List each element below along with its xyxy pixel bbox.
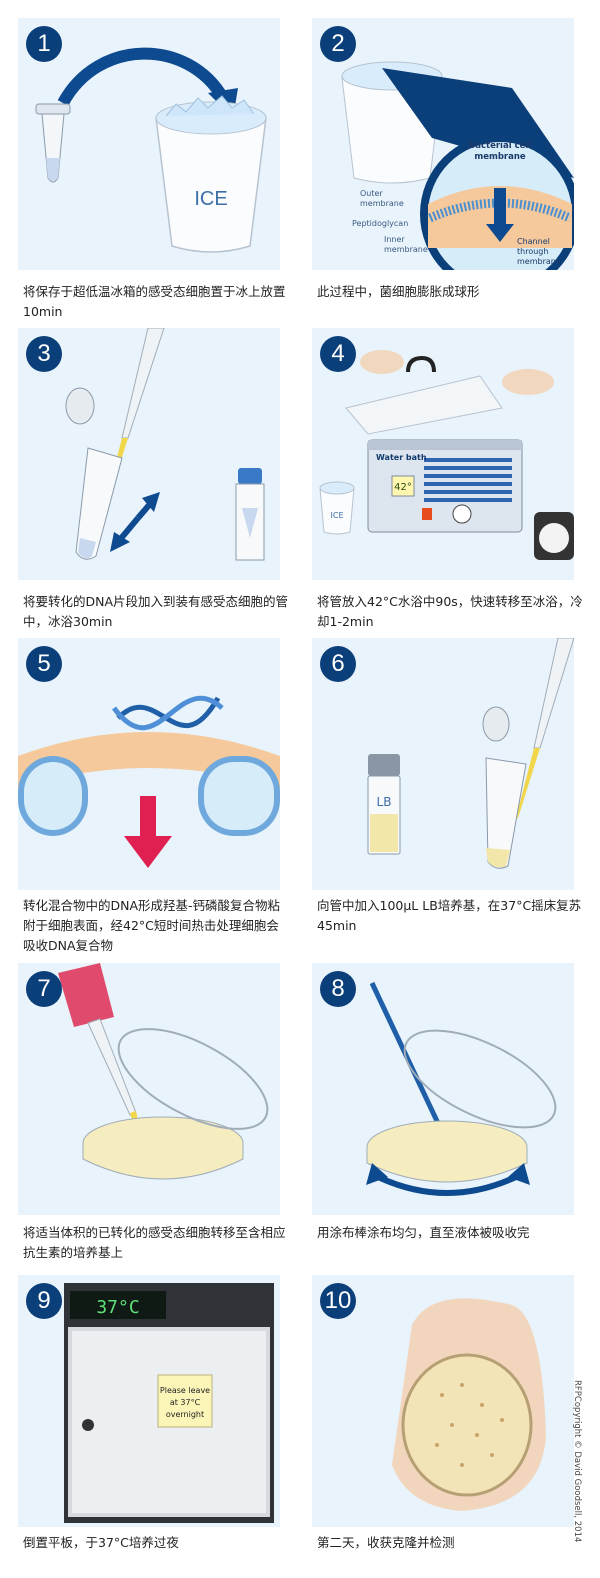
bath-lid-icon	[345, 375, 503, 435]
tube-with-cap-icon	[482, 706, 527, 869]
timer-icon	[534, 512, 574, 560]
ice-cup-label: ICE	[194, 188, 227, 210]
step-5-panel: 5	[18, 638, 280, 890]
step-8-caption: 用涂布棒涂布均匀，直至液体被吸收完	[317, 1225, 530, 1240]
step-1-badge: 1	[26, 26, 62, 62]
sticky-note-line-2: at 37°C	[170, 1398, 201, 1407]
step-4-caption: 将管放入42°C水浴中90s，快速转移至冰浴，冷却1-2min	[317, 594, 583, 629]
transfer-arrow	[57, 47, 229, 107]
step-5-badge: 5	[26, 646, 62, 682]
step-3-illustration	[65, 328, 265, 561]
pipette-icon	[533, 638, 574, 749]
step-3-caption: 将要转化的DNA片段加入到装有感受态细胞的管中，冰浴30min	[23, 594, 289, 629]
step-1-panel: ICE 1	[18, 18, 280, 270]
step-9-badge: 9	[26, 1283, 62, 1319]
eppendorf-tube-icon	[35, 103, 71, 183]
lb-vial-label: LB	[377, 795, 392, 809]
step-8-illustration	[366, 981, 557, 1196]
label-outer-1: Outer	[360, 189, 383, 198]
water-bath-label: Water bath	[376, 453, 427, 462]
step-10-illustration	[392, 1298, 546, 1511]
label-channel-3: membrane	[517, 257, 561, 266]
water-bath-temperature: 42°	[394, 482, 412, 493]
tube-with-cap-icon	[65, 387, 123, 560]
label-inner-2: membrane	[384, 245, 428, 254]
petri-dish-icon	[366, 1029, 557, 1183]
label-channel-2: through	[517, 247, 548, 256]
step-10-panel: 10	[312, 1275, 574, 1527]
step-7-caption: 将适当体积的已转化的感受态细胞转移至含相应抗生素的培养基上	[23, 1225, 286, 1260]
petri-dish-icon	[82, 1028, 269, 1180]
step-8-badge: 8	[320, 971, 356, 1007]
step-9-caption: 倒置平板，于37°C培养过夜	[23, 1535, 179, 1550]
pipette-icon	[121, 328, 165, 439]
lb-vial-icon	[367, 754, 401, 855]
step-2-badge: 2	[320, 26, 356, 62]
step-1-caption: 将保存于超低温冰箱的感受态细胞置于冰上放置10min	[23, 284, 286, 319]
small-ice-cup-icon	[319, 481, 355, 535]
label-peptidoglycan: Peptidoglycan	[352, 219, 408, 228]
step-1-illustration: ICE	[35, 47, 267, 253]
step-4-panel: Water bath 42° ICE 4	[312, 328, 574, 580]
small-ice-cup-label: ICE	[331, 511, 344, 520]
step-2-illustration: Bacterial cell membrane Outer membrane P…	[341, 61, 574, 270]
step-6-panel: LB 6	[312, 638, 574, 890]
step-4-badge: 4	[320, 336, 356, 372]
dna-helix-icon	[116, 696, 221, 729]
step-10-badge: 10	[320, 1283, 356, 1319]
sticky-note-line-3: overnight	[166, 1410, 204, 1419]
label-cell-membrane: membrane	[474, 152, 526, 162]
step-2-caption: 此过程中，菌细胞膨胀成球形	[317, 284, 480, 299]
pipettor-icon	[58, 963, 114, 1027]
sticky-note-line-1: Please leave	[160, 1386, 210, 1395]
label-channel-1: Channel	[517, 237, 550, 246]
step-6-badge: 6	[320, 646, 356, 682]
step-9-illustration: 37°C Please leave at 37°C overnight	[64, 1283, 274, 1523]
ice-cup-icon	[155, 95, 267, 253]
label-bacterial-cell: Bacterial cell	[469, 141, 532, 151]
label-inner-1: Inner	[384, 235, 405, 244]
step-5-caption: 转化混合物中的DNA形成羟基-钙磷酸复合物粘附于细胞表面，经42°C短时间热击处…	[23, 898, 281, 953]
water-bath-icon	[367, 439, 523, 533]
colony-plate-icon	[401, 1353, 533, 1497]
step-3-badge: 3	[26, 336, 62, 372]
sticky-note-icon	[157, 1374, 213, 1428]
step-7-illustration	[58, 963, 269, 1180]
step-9-panel: 37°C Please leave at 37°C overnight 9	[18, 1275, 280, 1527]
step-6-caption: 向管中加入100μL LB培养基，在37°C摇床复苏45min	[317, 898, 582, 933]
rotation-arrow-icon	[372, 1172, 522, 1196]
step-7-badge: 7	[26, 971, 62, 1007]
step-8-panel: 8	[312, 963, 574, 1215]
dna-vial-icon	[235, 468, 265, 561]
step-2-panel: Bacterial cell membrane Outer membrane P…	[312, 18, 574, 270]
step-3-panel: 3	[18, 328, 280, 580]
hand-icon	[360, 350, 404, 374]
channel-arrow-icon	[486, 224, 514, 242]
step-6-illustration: LB	[367, 638, 574, 869]
copyright-credit: RFPCopyright © David Goodsell, 2014	[572, 1380, 582, 1543]
step-4-illustration: Water bath 42° ICE	[319, 350, 574, 560]
membrane-layer	[18, 732, 280, 788]
uptake-arrow-icon	[124, 836, 172, 868]
step-10-caption: 第二天，收获克隆并检测	[317, 1535, 455, 1550]
step-7-panel: 7	[18, 963, 280, 1215]
hand-icon-2	[502, 369, 554, 395]
step-5-illustration	[18, 695, 280, 868]
incubator-display: 37°C	[96, 1297, 139, 1318]
label-outer-2: membrane	[360, 199, 404, 208]
